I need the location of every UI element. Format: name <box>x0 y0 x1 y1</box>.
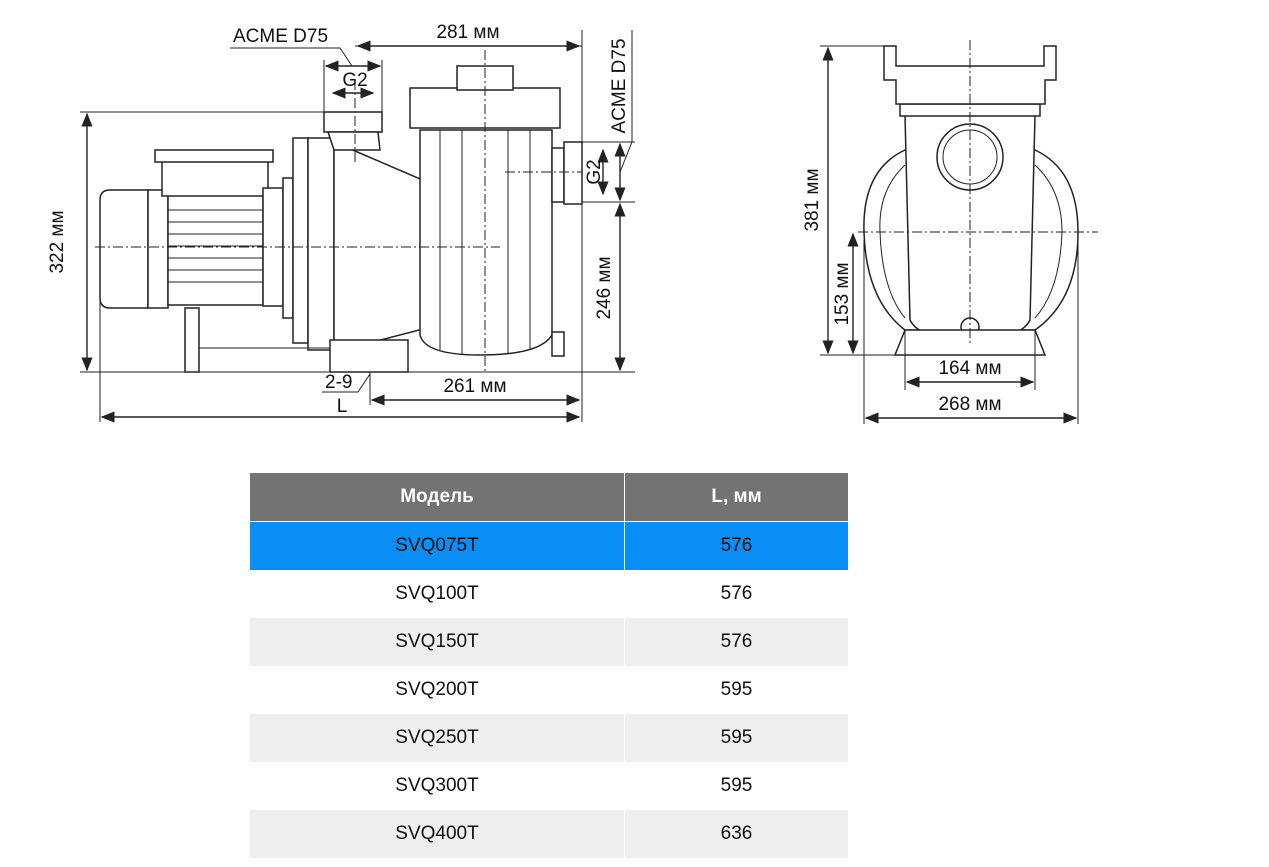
cell-model: SVQ100T <box>395 583 479 604</box>
header-length: L, мм <box>624 473 848 522</box>
table-row[interactable]: SVQ100T 576 <box>250 570 848 618</box>
table-row[interactable]: SVQ200T 595 <box>250 666 848 714</box>
cell-length: 576 <box>624 521 848 570</box>
dim-height-153: 153 мм <box>832 262 853 325</box>
cell-length: 595 <box>624 666 848 714</box>
cell-model: SVQ150T <box>250 618 625 666</box>
table-row[interactable]: SVQ300T 595 <box>250 762 848 810</box>
side-view: 322 мм 281 мм ACME D75 G2 ACME D75 G2 24… <box>47 22 635 423</box>
table-header-row: Модель L, мм <box>250 473 848 522</box>
dim-length-281: 281 мм <box>436 22 499 43</box>
front-view: 381 мм 153 мм 164 мм 268 мм <box>802 40 1098 424</box>
cell-length: 595 <box>624 714 848 762</box>
cell-length: 636 <box>624 810 848 858</box>
dim-length-261: 261 мм <box>443 376 506 397</box>
dim-width-268: 268 мм <box>938 394 1001 415</box>
dim-height-381: 381 мм <box>802 168 823 231</box>
cell-length: 576 <box>624 618 848 666</box>
header-model: Модель <box>250 473 625 522</box>
dim-height-246: 246 мм <box>594 256 615 319</box>
outlet-acme-label: ACME D75 <box>609 38 630 133</box>
total-length-label: L <box>337 396 348 417</box>
mount-holes-label: 2-9 <box>325 372 352 393</box>
inlet-thread-label: G2 <box>342 70 367 91</box>
outlet-thread-label: G2 <box>584 159 605 184</box>
dim-width-164: 164 мм <box>938 358 1001 379</box>
cell-model: SVQ200T <box>395 679 479 700</box>
cell-model: SVQ400T <box>250 810 625 858</box>
cell-model: SVQ075T <box>250 521 625 570</box>
dim-height-322: 322 мм <box>47 210 68 273</box>
pump-dimension-drawing: 322 мм 281 мм ACME D75 G2 ACME D75 G2 24… <box>47 22 1098 424</box>
inlet-acme-label: ACME D75 <box>233 26 328 47</box>
cell-length: 595 <box>624 762 848 810</box>
cell-length: 576 <box>624 570 848 618</box>
cell-model: SVQ300T <box>395 775 479 796</box>
cell-model: SVQ250T <box>250 714 625 762</box>
